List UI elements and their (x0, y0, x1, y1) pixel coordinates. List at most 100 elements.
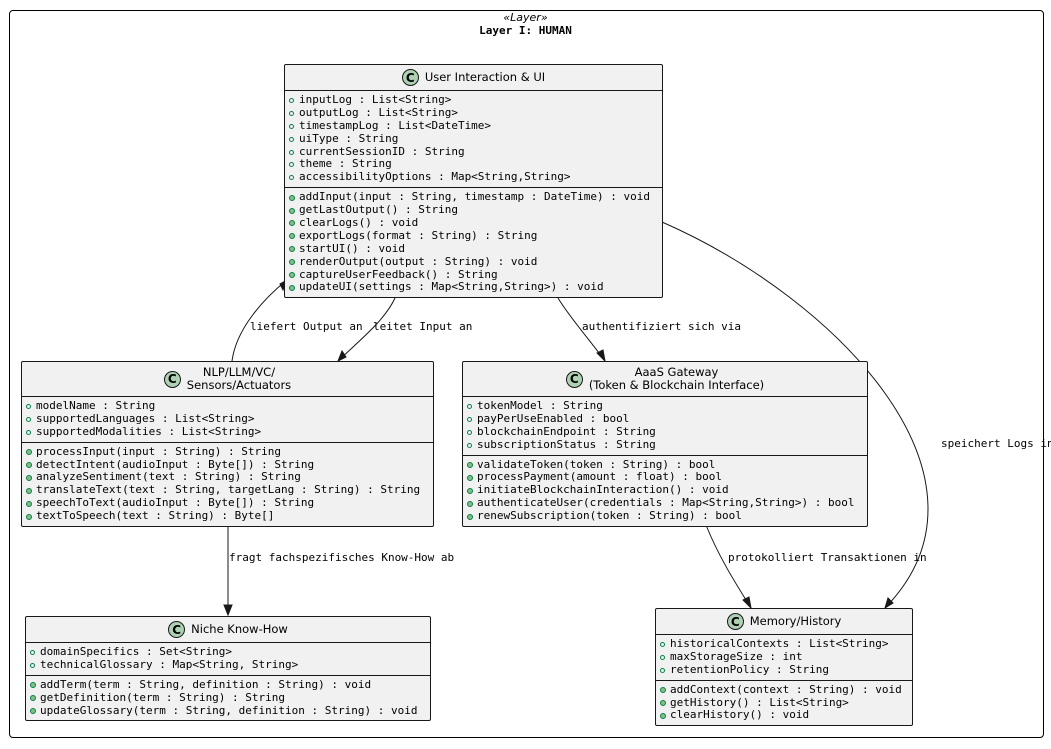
attribute-row: outputLog : List<String> (289, 106, 658, 120)
attribute-row: supportedModalities : List<String> (26, 425, 429, 439)
public-method-icon (467, 462, 473, 468)
public-method-icon (467, 500, 473, 507)
public-attribute-icon (289, 97, 294, 103)
public-method-icon (26, 487, 32, 494)
public-method-icon (289, 272, 295, 279)
public-method-icon (30, 708, 36, 714)
attribute-row: theme : String (289, 158, 658, 171)
attribute-row: tokenModel : String (467, 399, 863, 413)
public-attribute-icon (289, 175, 294, 181)
method-row: updateGlossary(term : String, definition… (30, 704, 426, 718)
method-row: textToSpeech(text : String) : Byte[] (26, 509, 429, 523)
class-icon: C (565, 370, 583, 388)
class-nlp-sensors-actuators[interactable]: C NLP/LLM/VC/ Sensors/Actuators modelNam… (21, 361, 434, 528)
edge-label-liefert: liefert Output an (250, 320, 363, 333)
method-row: processInput(input : String) : String (26, 445, 429, 459)
method-row: translateText(text : String, targetLang … (26, 483, 429, 497)
public-method-icon (289, 233, 295, 240)
public-method-icon (660, 687, 666, 694)
public-method-icon (467, 487, 473, 494)
edge-liefert-output (231, 279, 288, 362)
methods-section: addInput(input : String, timestamp : Dat… (285, 187, 662, 297)
edge-speichert-logs (661, 221, 929, 609)
attribute-row: historicalContexts : List<String> (660, 637, 908, 651)
methods-section: processInput(input : String) : String de… (22, 441, 433, 526)
public-method-icon (660, 712, 666, 719)
public-attribute-icon (289, 136, 294, 142)
public-method-icon (26, 513, 32, 520)
public-attribute-icon (30, 649, 35, 655)
method-row: analyzeSentiment(text : String) : String (26, 471, 429, 484)
methods-section: addContext(context : String) : void getH… (656, 679, 912, 726)
class-niche-know-how[interactable]: C Niche Know-How domainSpecifics : Set<S… (25, 616, 431, 722)
edge-label-fragt: fragt fachspezifisches Know-How ab (229, 551, 455, 564)
public-attribute-icon (26, 429, 31, 435)
class-memory-history[interactable]: C Memory/History historicalContexts : Li… (655, 608, 913, 727)
layer-stereotype: «Layer» (503, 11, 548, 24)
attributes-section: tokenModel : String payPerUseEnabled : b… (463, 397, 867, 455)
public-attribute-icon (467, 416, 472, 422)
method-row: initiateBlockchainInteraction() : void (467, 483, 863, 497)
attribute-row: currentSessionID : String (289, 145, 658, 159)
public-method-icon (467, 513, 473, 520)
attribute-row: inputLog : List<String> (289, 93, 658, 107)
attributes-section: domainSpecifics : Set<String> technicalG… (26, 643, 430, 675)
attribute-row: supportedLanguages : List<String> (26, 412, 429, 426)
class-icon: C (401, 69, 419, 86)
public-method-icon (289, 194, 295, 201)
arrowhead-authentifiziert (596, 349, 606, 363)
methods-section: validateToken(token : String) : bool pro… (463, 454, 867, 526)
attribute-row: retentionPolicy : String (660, 663, 908, 677)
method-row: captureUserFeedback() : String (289, 268, 658, 282)
attribute-row: uiType : String (289, 132, 658, 146)
public-attribute-icon (289, 162, 294, 168)
public-method-icon (660, 700, 666, 706)
public-attribute-icon (30, 662, 35, 668)
public-method-icon (467, 474, 473, 481)
public-method-icon (26, 474, 32, 481)
method-row: renderOutput(output : String) : void (289, 255, 658, 269)
class-icon: C (168, 621, 186, 638)
method-row: exportLogs(format : String) : String (289, 229, 658, 243)
class-name: Memory/History (749, 614, 842, 628)
public-method-icon (26, 500, 32, 507)
method-row: renewSubscription(token : String) : bool (467, 509, 863, 523)
public-attribute-icon (289, 110, 294, 116)
class-name-line2: (Token & Blockchain Interface) (588, 378, 765, 392)
public-method-icon (289, 259, 295, 266)
method-row: getLastOutput() : String (289, 203, 658, 217)
methods-section: addTerm(term : String, definition : Stri… (26, 674, 430, 721)
edge-label-authentifiziert: authentifiziert sich via (582, 320, 741, 333)
method-row: clearLogs() : void (289, 216, 658, 230)
edge-label-protokolliert: protokolliert Transaktionen in (728, 551, 927, 564)
class-header: C Niche Know-How (26, 617, 430, 643)
attributes-section: modelName : String supportedLanguages : … (22, 397, 433, 442)
attribute-row: technicalGlossary : Map<String, String> (30, 658, 426, 672)
public-attribute-icon (26, 403, 31, 409)
attribute-row: maxStorageSize : int (660, 650, 908, 664)
method-row: processPayment(amount : float) : bool (467, 471, 863, 484)
attribute-row: subscriptionStatus : String (467, 438, 863, 452)
class-header: C User Interaction & UI (285, 65, 662, 91)
method-row: getHistory() : List<String> (660, 696, 908, 710)
public-method-icon (289, 207, 295, 214)
class-header: C AaaS Gateway (Token & Blockchain Inter… (463, 362, 867, 397)
method-row: validateToken(token : String) : bool (467, 458, 863, 472)
class-name: User Interaction & UI (424, 70, 546, 84)
method-row: addTerm(term : String, definition : Stri… (30, 678, 426, 692)
attribute-row: domainSpecifics : Set<String> (30, 645, 426, 659)
arrowhead-leitet (337, 349, 347, 363)
class-aaas-gateway[interactable]: C AaaS Gateway (Token & Blockchain Inter… (462, 361, 868, 528)
attribute-row: accessibilityOptions : Map<String,String… (289, 170, 658, 184)
attributes-section: inputLog : List<String> outputLog : List… (285, 91, 662, 187)
public-attribute-icon (289, 123, 294, 129)
class-user-interaction-ui[interactable]: C User Interaction & UI inputLog : List<… (284, 64, 663, 299)
class-icon: C (726, 613, 744, 630)
public-method-icon (26, 449, 32, 456)
edge-label-speichert: speichert Logs in (941, 437, 1051, 450)
class-name: NLP/LLM/VC/ (202, 365, 276, 379)
public-attribute-icon (660, 667, 665, 673)
public-attribute-icon (660, 654, 665, 660)
attribute-row: timestampLog : List<DateTime> (289, 119, 658, 133)
attribute-row: payPerUseEnabled : bool (467, 412, 863, 426)
